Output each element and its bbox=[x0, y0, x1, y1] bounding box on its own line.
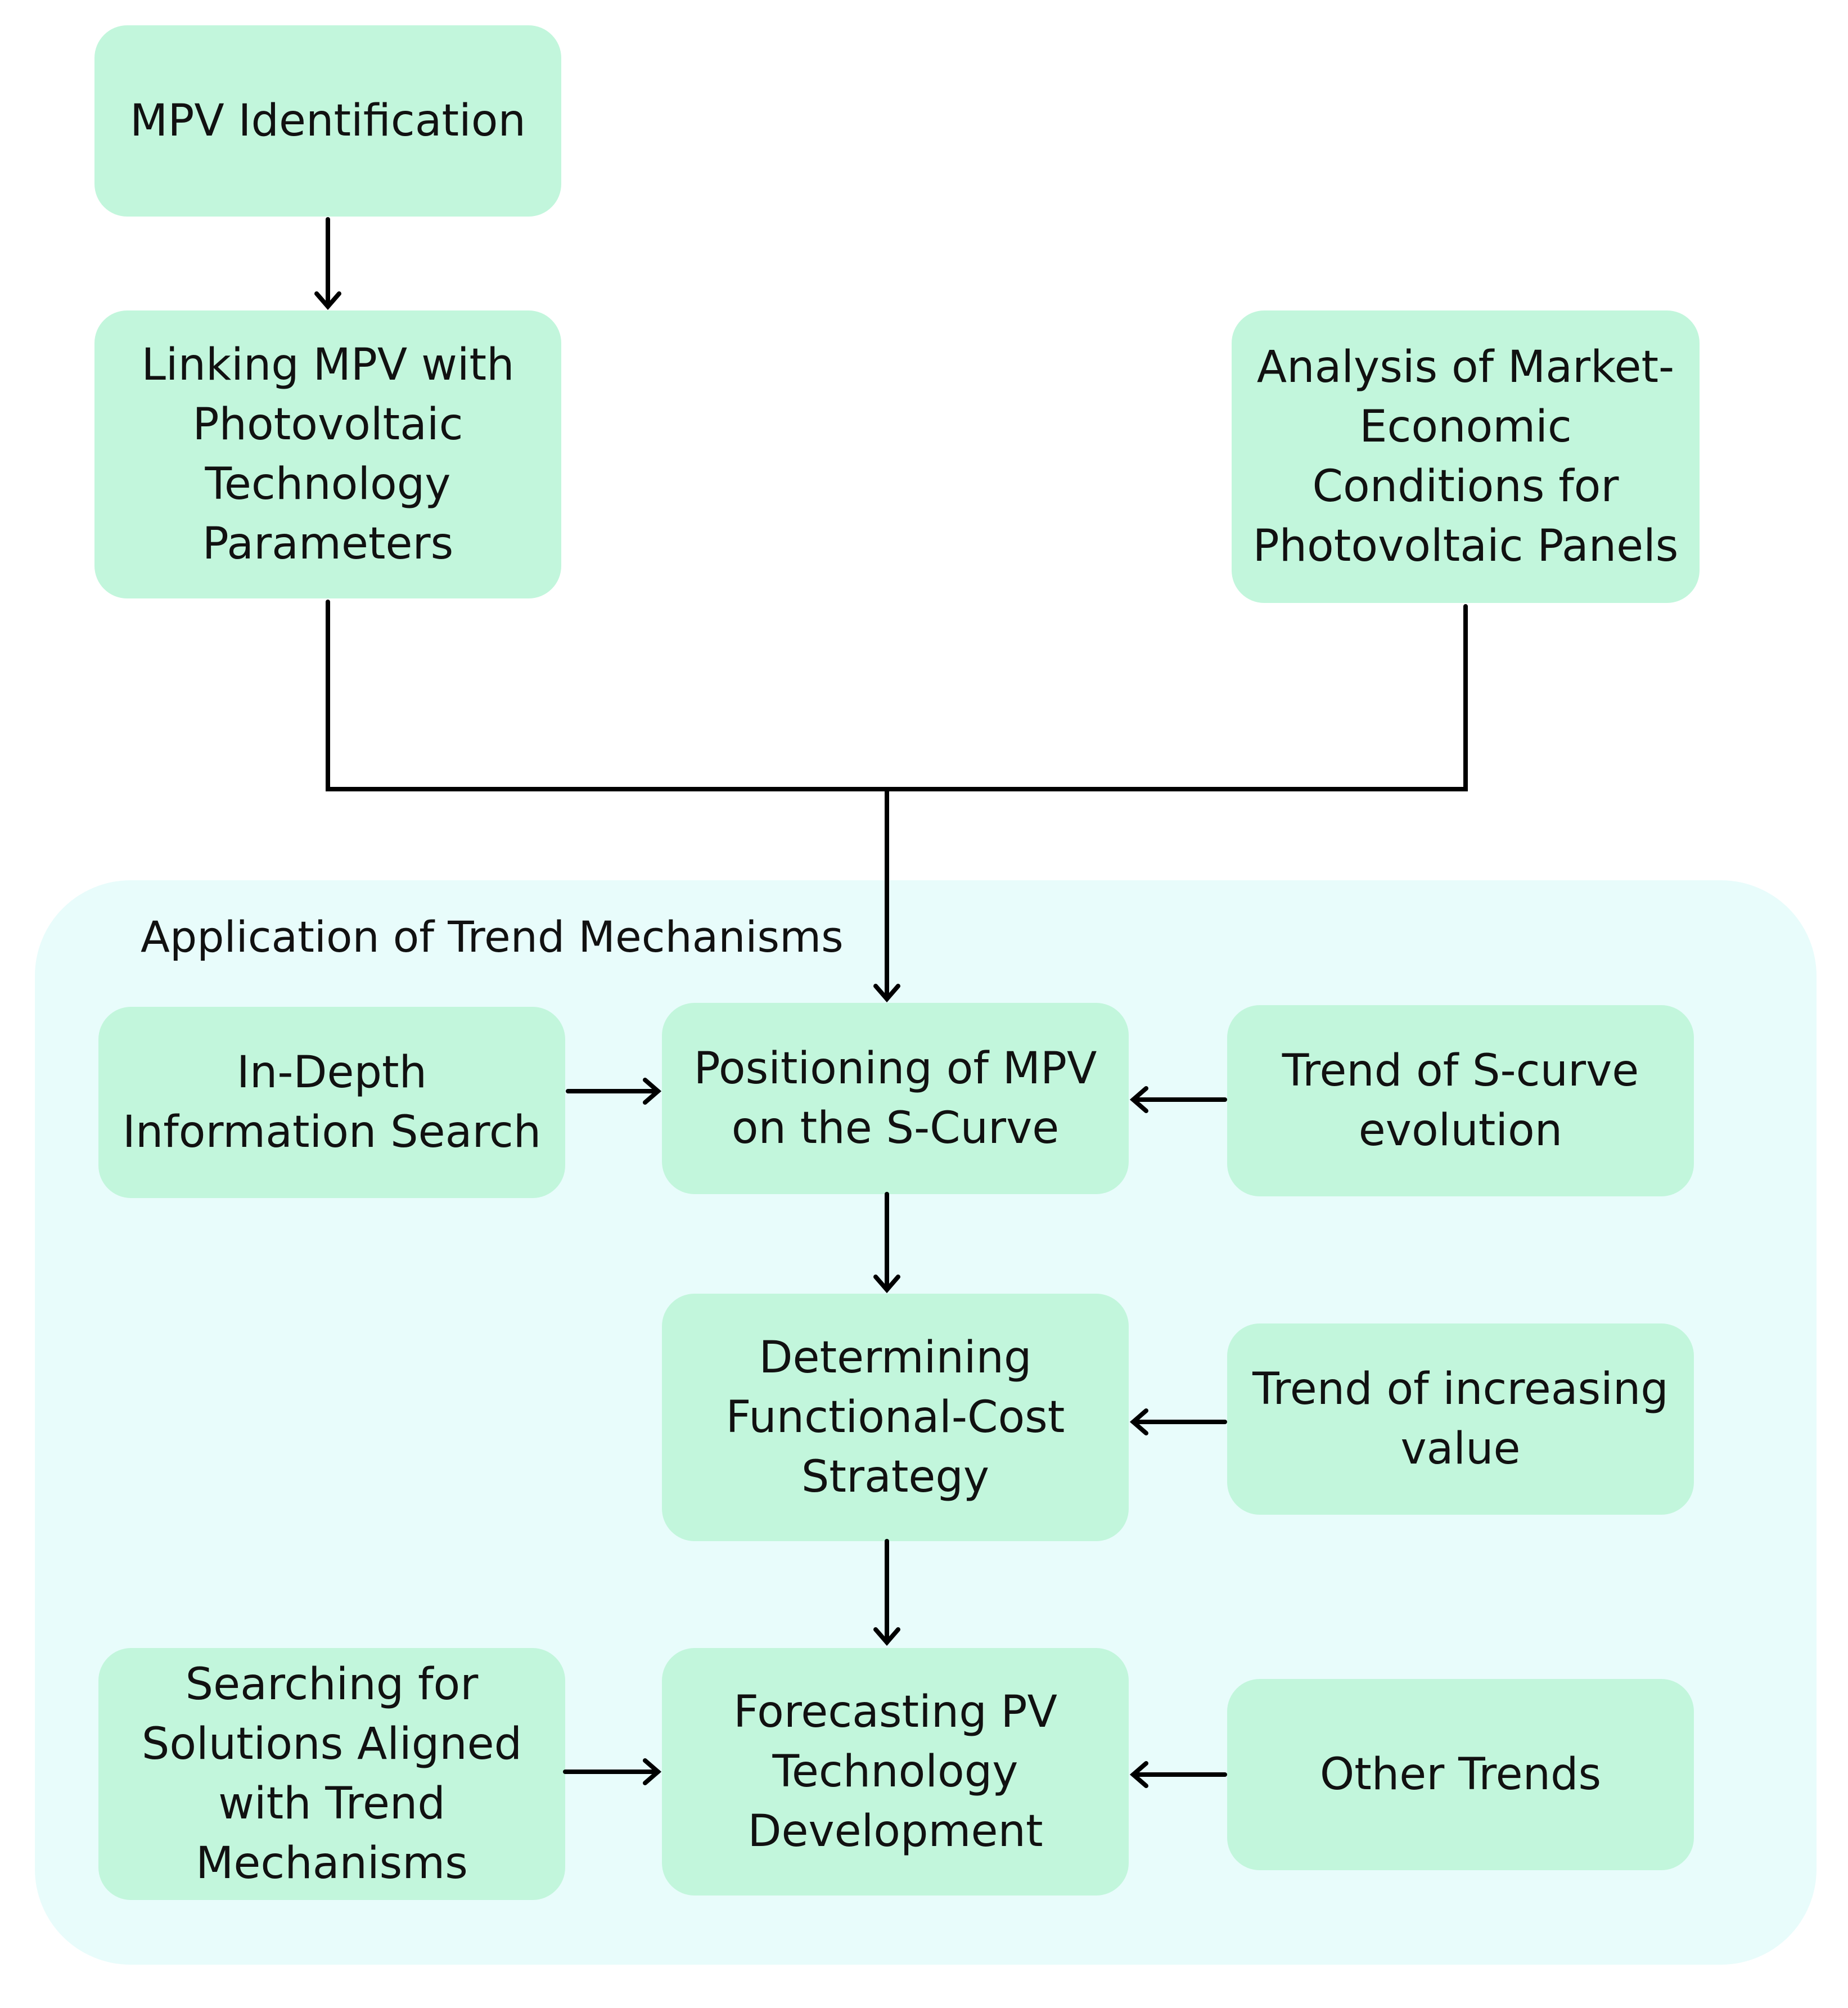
forecasting-node: Forecasting PV Technology Development bbox=[662, 1648, 1129, 1896]
forecasting-line-2: Technology bbox=[772, 1746, 1018, 1797]
searching-solutions-label: Searching for Solutions Aligned with Tre… bbox=[142, 1655, 522, 1893]
market-analysis-node: Analysis of Market- Economic Conditions … bbox=[1232, 310, 1700, 603]
positioning-line-2: on the S-Curve bbox=[731, 1103, 1060, 1154]
searching-solutions-line-1: Searching for bbox=[185, 1659, 479, 1710]
linking-mpv-label: Linking MPV with Photovoltaic Technology… bbox=[141, 335, 514, 574]
positioning-node: Positioning of MPV on the S-Curve bbox=[662, 1003, 1129, 1194]
linking-mpv-line-1: Linking MPV with bbox=[141, 339, 515, 390]
searching-solutions-node: Searching for Solutions Aligned with Tre… bbox=[98, 1648, 565, 1900]
in-depth-search-node: In-Depth Information Search bbox=[98, 1007, 565, 1198]
arrowhead-searching bbox=[643, 1758, 662, 1785]
determining-strategy-line-3: Strategy bbox=[801, 1452, 990, 1503]
increasing-value-trend-node: Trend of increasing value bbox=[1227, 1323, 1694, 1515]
searching-solutions-line-3: with Trend bbox=[218, 1779, 445, 1829]
arrowhead-other bbox=[1129, 1761, 1148, 1788]
s-curve-trend-line-1: Trend of S-curve bbox=[1282, 1045, 1639, 1096]
s-curve-trend-node: Trend of S-curve evolution bbox=[1227, 1005, 1694, 1196]
arrowhead-forecasting-top bbox=[873, 1627, 900, 1646]
arrowhead-linking bbox=[314, 291, 341, 310]
s-curve-trend-label: Trend of S-curve evolution bbox=[1282, 1041, 1639, 1160]
trend-mechanisms-region-title: Application of Trend Mechanisms bbox=[141, 912, 844, 962]
line-linking-to-merge bbox=[326, 600, 889, 791]
mpv-identification-node: MPV Identification bbox=[94, 25, 561, 217]
in-depth-search-line-2: Information Search bbox=[122, 1107, 542, 1158]
increasing-value-trend-label: Trend of increasing value bbox=[1252, 1359, 1669, 1479]
arrowhead-positioning-top bbox=[873, 984, 900, 1003]
positioning-line-1: Positioning of MPV bbox=[693, 1043, 1097, 1094]
linking-mpv-line-2: Photovoltaic bbox=[192, 399, 463, 450]
forecasting-line-1: Forecasting PV bbox=[733, 1686, 1057, 1737]
in-depth-search-label: In-Depth Information Search bbox=[123, 1043, 541, 1162]
arrowhead-indepth bbox=[643, 1078, 662, 1105]
increasing-value-trend-line-2: value bbox=[1400, 1424, 1521, 1474]
increasing-value-trend-line-1: Trend of increasing bbox=[1252, 1363, 1669, 1415]
linking-mpv-line-3: Technology bbox=[205, 459, 451, 510]
other-trends-label: Other Trends bbox=[1319, 1749, 1602, 1800]
positioning-label: Positioning of MPV on the S-Curve bbox=[694, 1039, 1097, 1158]
searching-solutions-line-4: Mechanisms bbox=[196, 1838, 468, 1889]
linking-mpv-node: Linking MPV with Photovoltaic Technology… bbox=[94, 310, 561, 598]
market-analysis-line-1: Analysis of Market- bbox=[1256, 341, 1675, 393]
mpv-identification-label: MPV Identification bbox=[130, 95, 526, 146]
forecasting-line-3: Development bbox=[747, 1806, 1043, 1857]
linking-mpv-line-4: Parameters bbox=[202, 519, 454, 570]
forecasting-label: Forecasting PV Technology Development bbox=[733, 1682, 1057, 1861]
market-analysis-line-4: Photovoltaic Panels bbox=[1252, 521, 1679, 572]
determining-strategy-node: Determining Functional-Cost Strategy bbox=[662, 1294, 1129, 1541]
arrowhead-increasing bbox=[1129, 1408, 1148, 1435]
line-market-to-merge bbox=[885, 604, 1468, 791]
arrowhead-determining-top bbox=[873, 1275, 900, 1294]
determining-strategy-line-2: Functional-Cost bbox=[725, 1392, 1065, 1443]
searching-solutions-line-2: Solutions Aligned bbox=[141, 1718, 522, 1770]
market-analysis-line-2: Economic bbox=[1359, 401, 1572, 452]
s-curve-trend-line-2: evolution bbox=[1358, 1105, 1563, 1156]
in-depth-search-line-1: In-Depth bbox=[236, 1047, 427, 1098]
market-analysis-label: Analysis of Market- Economic Conditions … bbox=[1253, 337, 1679, 576]
market-analysis-line-3: Conditions for bbox=[1312, 461, 1619, 512]
arrowhead-scurve bbox=[1129, 1086, 1148, 1113]
other-trends-node: Other Trends bbox=[1227, 1679, 1694, 1870]
determining-strategy-line-1: Determining bbox=[759, 1332, 1032, 1383]
determining-strategy-label: Determining Functional-Cost Strategy bbox=[726, 1328, 1065, 1507]
